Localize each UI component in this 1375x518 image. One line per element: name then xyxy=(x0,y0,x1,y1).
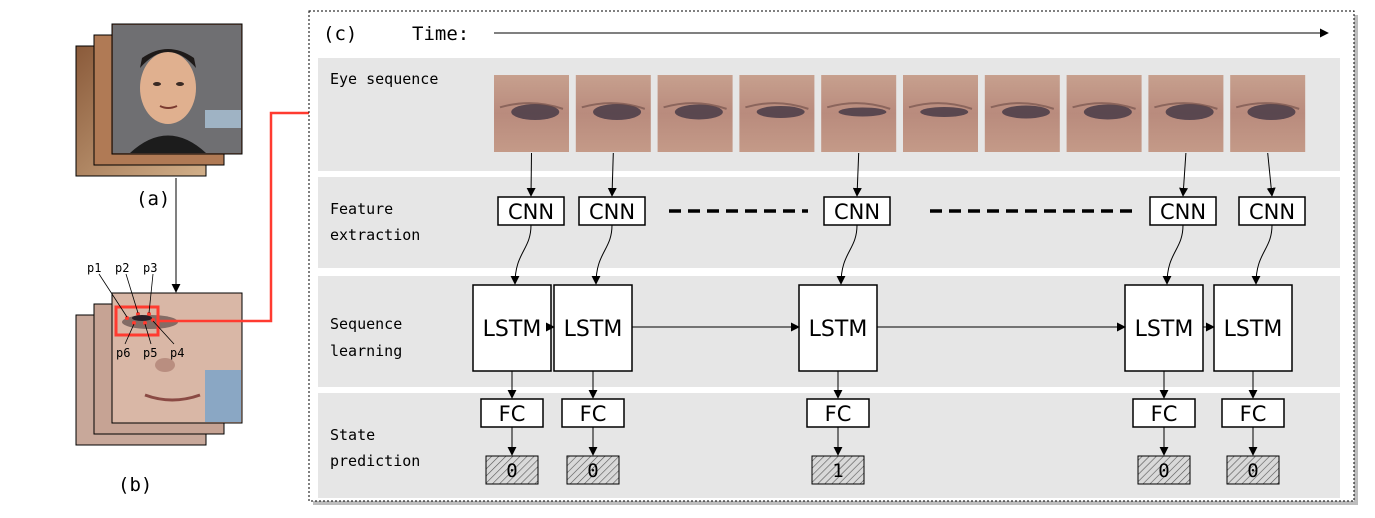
fc-label: FC xyxy=(580,402,607,426)
row-label-feature-1: Feature xyxy=(330,200,393,218)
row-label-state-1: State xyxy=(330,426,375,444)
eye-frame xyxy=(739,75,815,152)
face-image-stack-a xyxy=(75,23,243,177)
arrow-frame-to-cnn xyxy=(1179,152,1189,197)
fc-block xyxy=(1132,398,1196,428)
landmark-p2: p2 xyxy=(115,261,129,275)
arrow-frame-to-cnn xyxy=(1266,152,1276,197)
row-label-sequence-1: Sequence xyxy=(330,315,402,333)
face-crop-stack-b xyxy=(75,292,243,446)
lstm-label: LSTM xyxy=(1224,317,1283,342)
lstm-block xyxy=(553,284,633,372)
cnn-label: CNN xyxy=(1249,200,1295,224)
arrow-cnn-to-lstm xyxy=(510,224,532,285)
arrow-cnn-to-lstm xyxy=(836,224,858,285)
state-output-box xyxy=(485,455,539,485)
fc-label: FC xyxy=(825,402,852,426)
lstm-label: LSTM xyxy=(483,317,542,342)
lstm-label: LSTM xyxy=(809,317,868,342)
cnn-label: CNN xyxy=(508,200,554,224)
arrow-cnn-to-lstm xyxy=(1251,224,1273,285)
cnn-block xyxy=(497,196,565,226)
lstm-label: LSTM xyxy=(1135,317,1194,342)
state-output-box xyxy=(1137,455,1191,485)
fc-label: FC xyxy=(499,402,526,426)
state-output-box xyxy=(811,455,865,485)
state-output-value: 0 xyxy=(587,460,598,482)
eye-frame-strip xyxy=(494,75,1306,152)
lstm-block xyxy=(1213,284,1293,372)
eye-frame xyxy=(657,75,733,152)
eye-frame xyxy=(1148,75,1224,152)
panel-label-c: (c) xyxy=(323,23,357,45)
eye-frame xyxy=(984,75,1060,152)
state-output-value: 0 xyxy=(506,460,517,482)
landmark-p3: p3 xyxy=(143,261,157,275)
landmark-p1: p1 xyxy=(87,261,101,275)
network-columns: CNN LSTM FC 0 CNN LSTM FC 0 CNN LSTM FC 1 CNN LSTM FC 0… xyxy=(472,152,1306,485)
landmark-p6: p6 xyxy=(116,346,130,360)
row-label-sequence-2: learning xyxy=(330,342,402,360)
state-output-value: 0 xyxy=(1158,460,1169,482)
cnn-label: CNN xyxy=(834,200,880,224)
arrow-frame-to-cnn xyxy=(852,152,862,197)
face-illustration xyxy=(140,52,196,124)
row-label-state-2: prediction xyxy=(330,452,420,470)
eye-frame xyxy=(575,75,651,152)
cnn-label: CNN xyxy=(589,200,635,224)
arrow-frame-to-cnn xyxy=(526,152,536,197)
state-output-box xyxy=(566,455,620,485)
cnn-label: CNN xyxy=(1160,200,1206,224)
panel-label-b: (b) xyxy=(118,474,152,496)
arrow-cnn-to-lstm xyxy=(1162,224,1184,285)
lstm-label: LSTM xyxy=(564,317,623,342)
cnn-block xyxy=(1238,196,1306,226)
landmark-annotations: p1 p2 p3 p4 p5 p6 xyxy=(87,261,184,360)
row-label-feature-2: extraction xyxy=(330,226,420,244)
fc-block xyxy=(561,398,625,428)
fc-label: FC xyxy=(1151,402,1178,426)
eye-frame xyxy=(1066,75,1142,152)
state-output-value: 0 xyxy=(1247,460,1258,482)
eye-frame xyxy=(1230,75,1306,152)
lstm-block xyxy=(1124,284,1204,372)
arrow-frame-to-cnn xyxy=(607,152,617,197)
eye-frame xyxy=(821,75,897,152)
cnn-block xyxy=(1149,196,1217,226)
landmark-p4: p4 xyxy=(170,346,184,360)
state-output-value: 1 xyxy=(832,460,843,482)
landmark-p5: p5 xyxy=(143,346,157,360)
eye-frame xyxy=(494,75,569,152)
eye-frame xyxy=(903,75,978,152)
state-output-box xyxy=(1226,455,1280,485)
cnn-block xyxy=(823,196,891,226)
fc-label: FC xyxy=(1240,402,1267,426)
time-label: Time: xyxy=(412,23,469,45)
arrow-cnn-to-lstm xyxy=(591,224,613,285)
panel-label-a: (a) xyxy=(136,188,170,210)
fc-block xyxy=(806,398,870,428)
row-label-eye-sequence: Eye sequence xyxy=(330,70,438,88)
